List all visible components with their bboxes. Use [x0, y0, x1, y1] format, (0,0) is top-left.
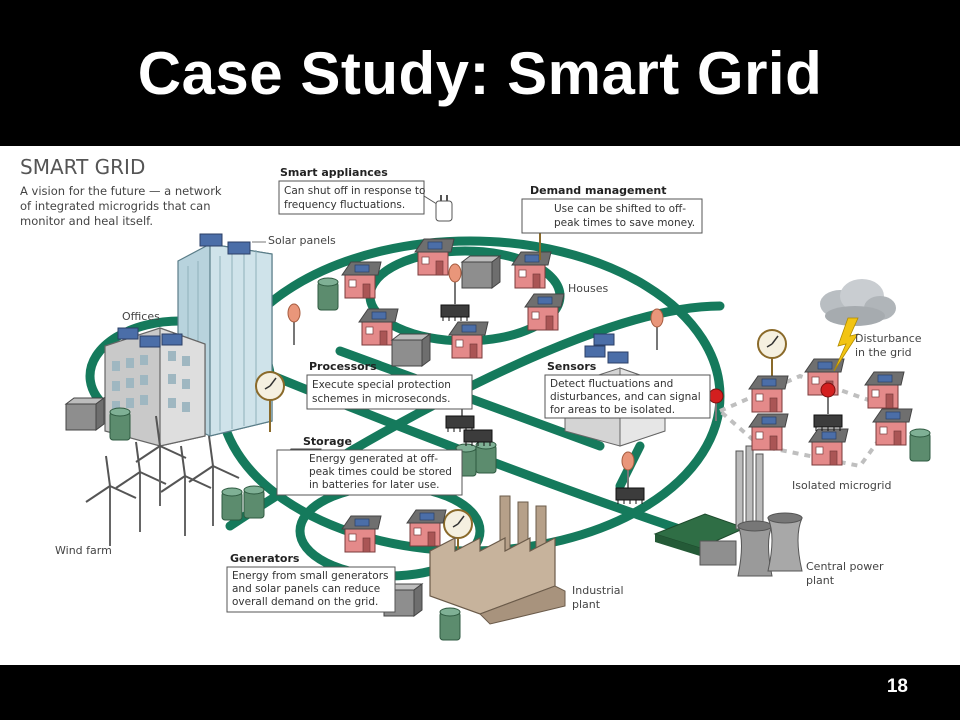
processor-chip — [440, 304, 470, 322]
intro-line: monitor and heal itself. — [20, 214, 153, 228]
house — [524, 293, 565, 331]
callout-line: peak times to save money. — [554, 217, 695, 229]
callout-storage: Storage Energy generated at off- peak ti… — [276, 435, 463, 496]
svg-text:Can shut off in response to: Can shut off in response to frequency fl… — [284, 185, 429, 211]
callout-line: for areas to be isolated. — [550, 404, 675, 416]
callout-sensors: Sensors Detect fluctuations and disturba… — [544, 360, 711, 419]
svg-text:Energy generated at off-: Energy generated at off- peak times coul… — [309, 453, 455, 491]
slide-title: Case Study: Smart Grid — [137, 39, 823, 107]
label-wind-farm: Wind farm — [55, 544, 112, 557]
svg-text:Use can be shifted to off-: Use can be shifted to off- peak times to… — [554, 203, 695, 229]
storm-cloud-icon — [820, 279, 896, 372]
page-number: 18 — [886, 676, 908, 697]
house — [748, 413, 789, 451]
callout-title: Storage — [303, 435, 352, 448]
wind-tank — [221, 487, 243, 521]
callout-line: frequency fluctuations. — [284, 199, 405, 211]
office-generator — [65, 397, 105, 431]
callout-line: Execute special protection — [312, 379, 451, 391]
callout-title: Sensors — [547, 360, 597, 373]
wind-turbine — [85, 455, 137, 547]
house — [808, 428, 849, 466]
callout-line: Use can be shifted to off- — [554, 203, 686, 215]
label-industrial-plant: plant — [572, 598, 601, 611]
label-solar-panels: Solar panels — [268, 234, 336, 247]
callout-line: Energy from small generators — [232, 570, 389, 582]
callout-line: and solar panels can reduce — [232, 583, 380, 595]
svg-text:Detect fluctuations and: Detect fluctuations and disturbances, an… — [550, 378, 704, 416]
callout-title: Demand management — [530, 184, 667, 197]
intro-line: of integrated microgrids that can — [20, 199, 211, 213]
house — [448, 321, 489, 359]
callout-line: overall demand on the grid. — [232, 596, 378, 608]
home-tank — [317, 277, 339, 311]
callout-line: Can shut off in response to — [284, 185, 425, 197]
office-tank — [109, 407, 131, 441]
home-generator — [461, 255, 501, 289]
label-offices: Offices — [122, 310, 160, 323]
processor-chip — [615, 487, 645, 505]
figure-heading: SMART GRID — [20, 155, 145, 179]
house — [414, 238, 455, 276]
intro-line: A vision for the future — a network — [20, 184, 222, 198]
label-disturbance: in the grid — [855, 346, 912, 359]
label-industrial-plant: Industrial — [572, 584, 624, 597]
svg-text:Industrial plant: Industrial plant — [572, 584, 627, 611]
smart-grid-figure: SMART GRID A vision for the future — a n… — [0, 146, 960, 665]
label-central-power-plant: plant — [806, 574, 835, 587]
smart-grid-illustration: SMART GRID A vision for the future — a n… — [20, 155, 931, 641]
house — [748, 375, 789, 413]
house — [406, 509, 447, 547]
central-power-plant — [653, 445, 803, 577]
label-central-power-plant: Central power — [806, 560, 884, 573]
wind-tank — [243, 485, 265, 519]
callout-line: peak times could be stored — [309, 466, 452, 478]
svg-text:Central power plant: Central power plant — [806, 560, 887, 587]
sensor — [448, 263, 462, 306]
callout-demand-management: Demand management Use can be shifted to … — [521, 184, 703, 234]
alarm-light-icon — [820, 382, 836, 414]
svg-text:Disturbance in the grid: Disturbance in the grid — [855, 332, 925, 359]
callout-line: disturbances, and can signal — [550, 391, 701, 403]
callout-processors: Processors Execute special protection sc… — [306, 360, 473, 410]
callout-line: in batteries for later use. — [309, 479, 440, 491]
svg-text:Energy from small generators: Energy from small generators and solar p… — [232, 570, 392, 608]
house — [341, 515, 382, 553]
sensor — [650, 308, 664, 351]
callout-line: schemes in microseconds. — [312, 393, 450, 405]
callout-generators: Generators Energy from small generators … — [226, 552, 396, 613]
callout-line: Detect fluctuations and — [550, 378, 673, 390]
sensor — [287, 303, 301, 346]
wind-turbine — [115, 441, 167, 533]
callout-line: Energy generated at off- — [309, 453, 438, 465]
generator-tank — [439, 607, 461, 641]
svg-text:Execute special protection: Execute special protection schemes in mi… — [312, 379, 454, 405]
microgrid-tank — [909, 428, 931, 462]
plug-icon — [435, 195, 453, 222]
alarm-light-icon — [708, 388, 724, 421]
label-houses: Houses — [568, 282, 608, 295]
storage-tank — [475, 440, 497, 474]
label-disturbance: Disturbance — [855, 332, 922, 345]
callout-smart-appliances: Smart appliances Can shut off in respons… — [278, 166, 453, 222]
home-generator — [391, 333, 431, 367]
industrial-plant — [429, 495, 566, 625]
wind-turbine — [160, 445, 212, 537]
house — [341, 261, 382, 299]
callout-title: Smart appliances — [280, 166, 388, 179]
house — [511, 251, 552, 289]
house — [864, 371, 905, 409]
house — [872, 408, 913, 446]
callout-title: Generators — [230, 552, 300, 565]
callout-title: Processors — [309, 360, 377, 373]
svg-text:A vision for the future — a ne: A vision for the future — a network of i… — [20, 184, 225, 228]
label-isolated-microgrid: Isolated microgrid — [792, 479, 891, 492]
